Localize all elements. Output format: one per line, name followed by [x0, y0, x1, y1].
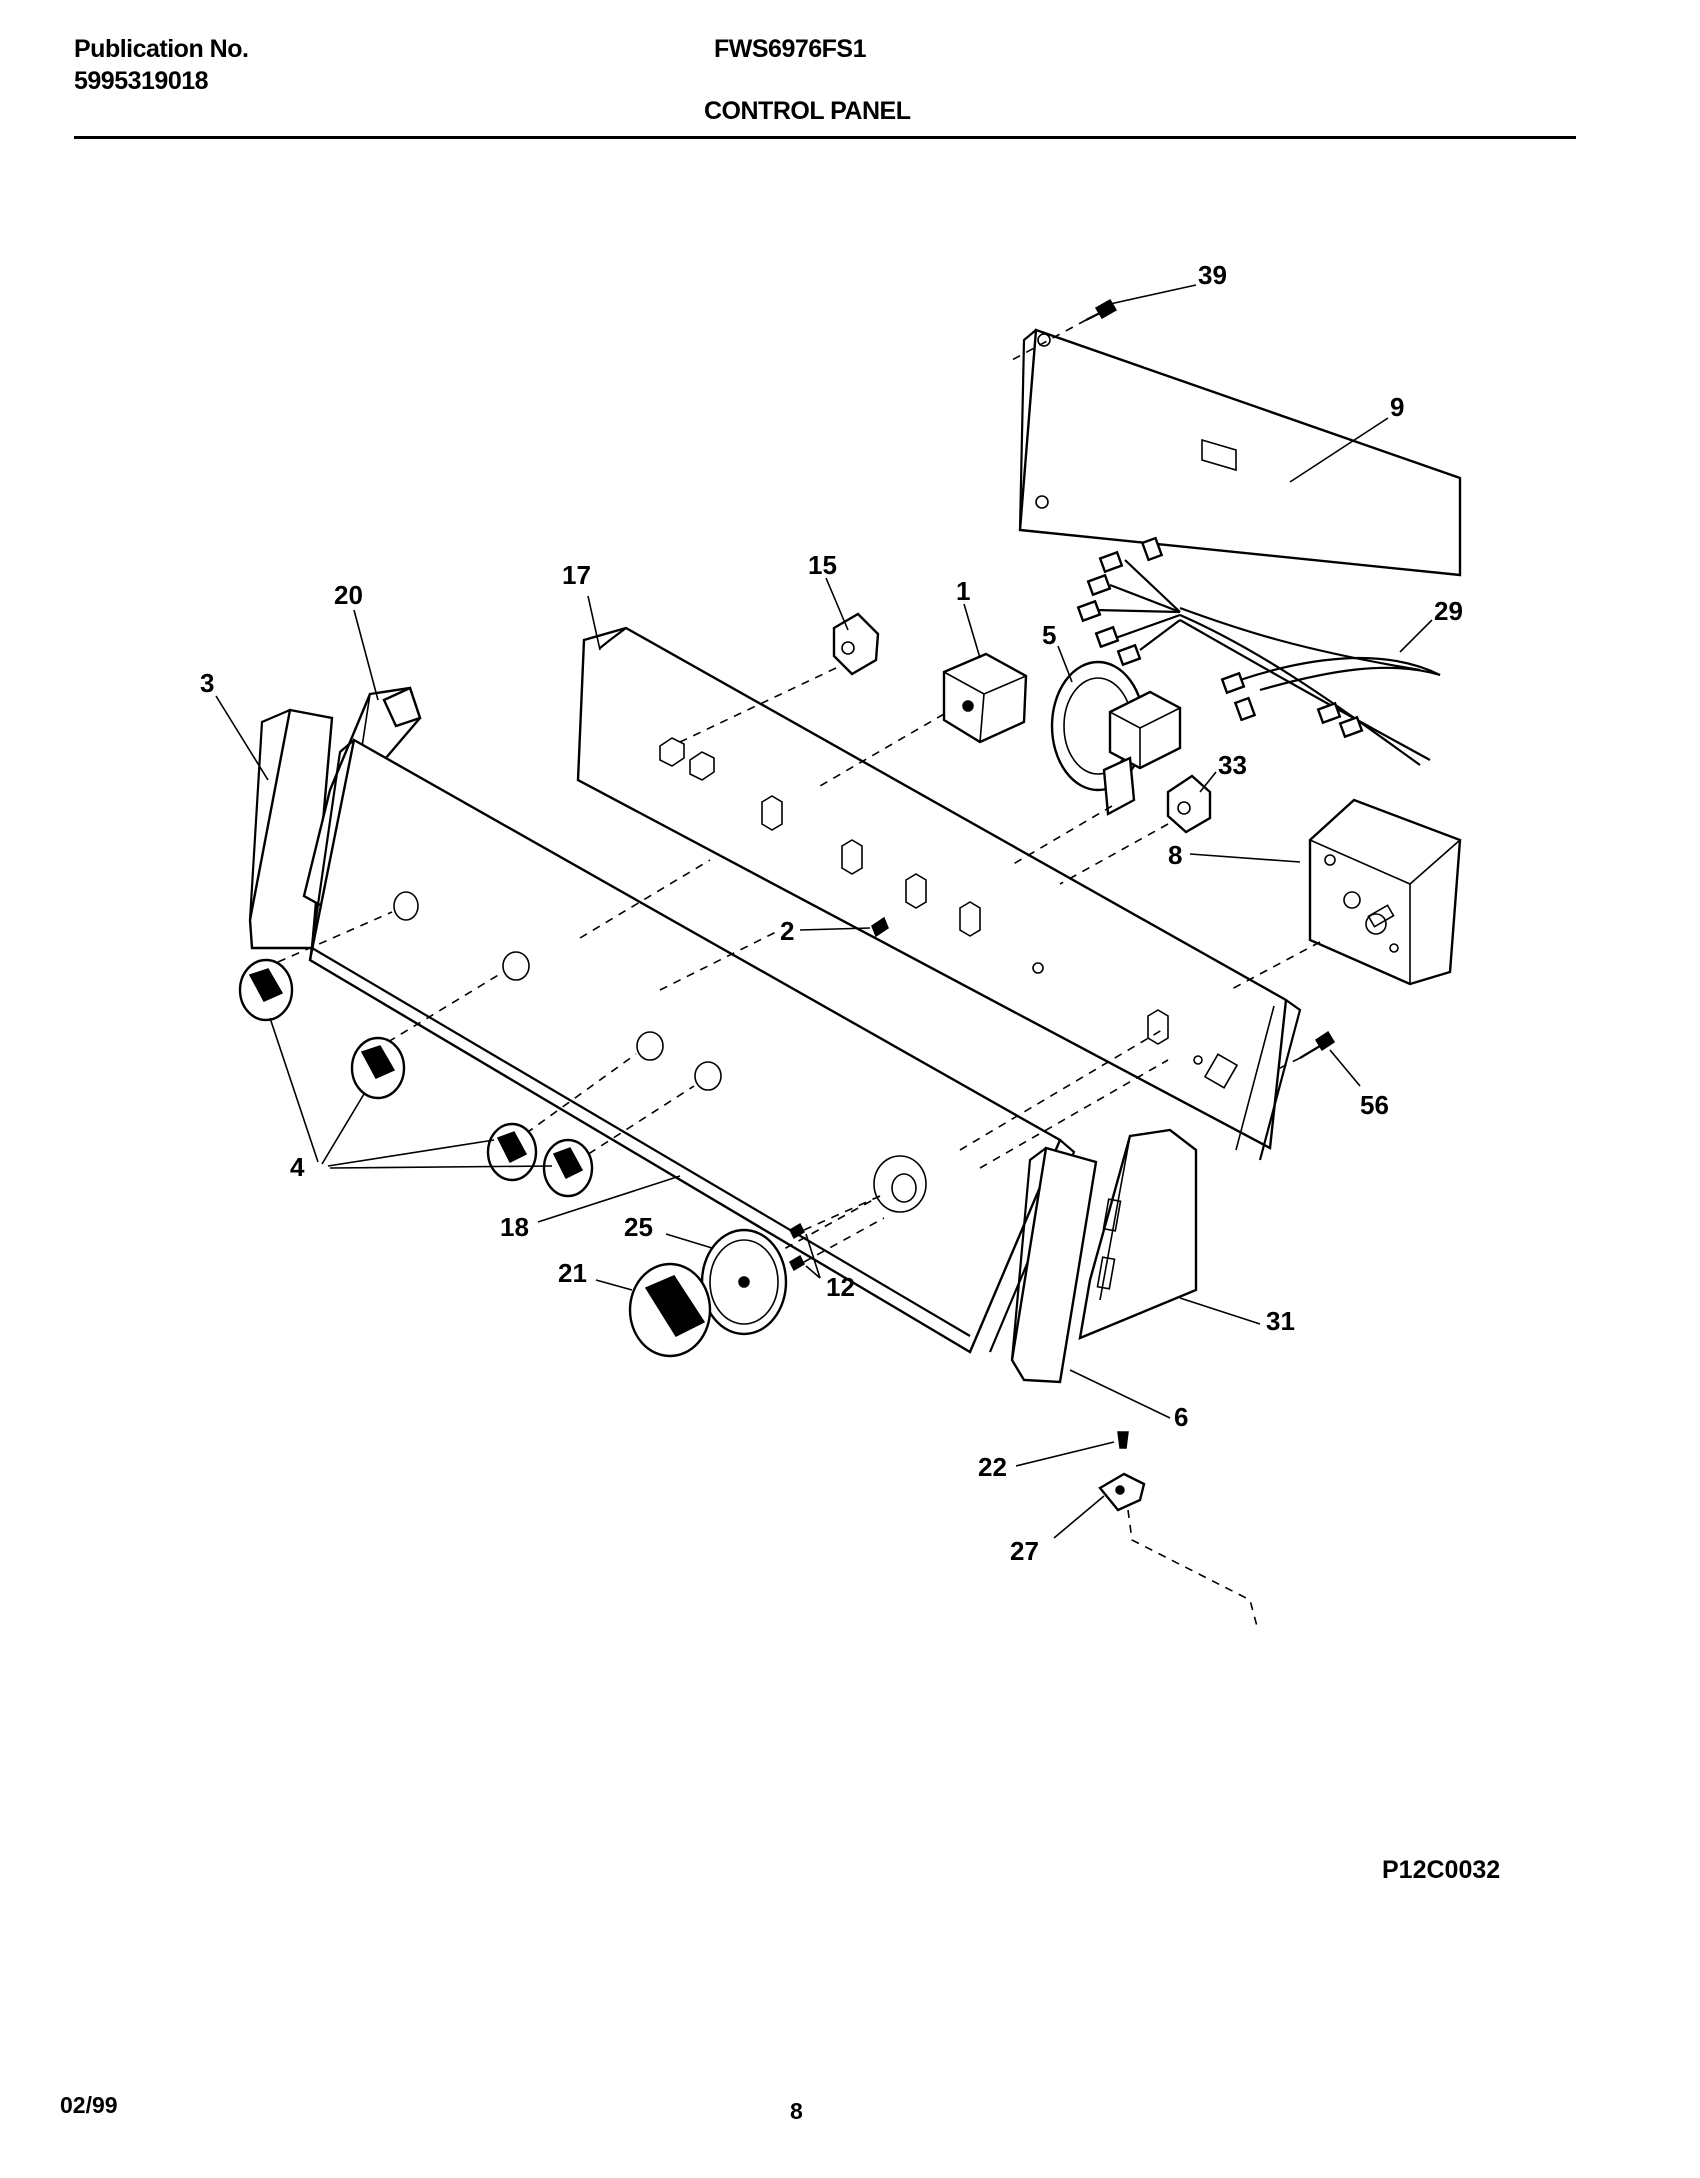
callout-18: 18 — [500, 1212, 529, 1242]
wire-harness-part — [1076, 536, 1441, 766]
screw-56-part — [1299, 1030, 1336, 1059]
rear-cover-part — [1018, 328, 1462, 577]
callout-1: 1 — [956, 576, 970, 606]
callout-12: 12 — [826, 1272, 855, 1302]
console-back-panel-part — [576, 626, 1302, 1161]
footer-date: 02/99 — [60, 2092, 118, 2118]
model-number: FWS6976FS1 — [714, 35, 867, 63]
right-bracket-part — [1078, 1128, 1198, 1340]
callout-21: 21 — [558, 1258, 587, 1288]
switch-33-part — [1166, 774, 1212, 834]
timer-8-part — [1308, 798, 1462, 986]
publication-label: Publication No. — [74, 35, 249, 63]
screw-2-part — [871, 916, 889, 938]
switch-1-part — [942, 652, 1028, 744]
right-end-cap-part — [1010, 1146, 1098, 1384]
clip-27-part — [1098, 1472, 1146, 1512]
screws-12-part — [789, 1222, 805, 1272]
callout-5: 5 — [1042, 620, 1056, 650]
callout-31: 31 — [1266, 1306, 1295, 1336]
callout-8: 8 — [1168, 840, 1182, 870]
callout-27: 27 — [1010, 1536, 1039, 1566]
callout-2: 2 — [780, 916, 794, 946]
callout-9: 9 — [1390, 392, 1404, 422]
screw-22-part — [1117, 1431, 1129, 1449]
knob-4-part — [238, 958, 594, 1198]
callout-29: 29 — [1434, 596, 1463, 626]
callout-25: 25 — [624, 1212, 653, 1242]
callout-labels: 39 9 29 15 1 5 17 20 3 33 8 2 56 4 18 25… — [200, 260, 1463, 1566]
header-rule — [74, 136, 1576, 139]
callout-56: 56 — [1360, 1090, 1389, 1120]
leader-lines — [215, 284, 1433, 1539]
callout-6: 6 — [1174, 1402, 1188, 1432]
figure-code: P12C0032 — [1382, 1856, 1501, 1884]
callout-20: 20 — [334, 580, 363, 610]
page-number: 8 — [790, 2098, 803, 2124]
publication-number: 5995319018 — [74, 67, 209, 95]
callout-3: 3 — [200, 668, 214, 698]
timer-motor-5-part — [1050, 660, 1182, 816]
callout-17: 17 — [562, 560, 591, 590]
callout-33: 33 — [1218, 750, 1247, 780]
callout-15: 15 — [808, 550, 837, 580]
callout-22: 22 — [978, 1452, 1007, 1482]
callout-39: 39 — [1198, 260, 1227, 290]
dial-25-part — [700, 1228, 788, 1336]
callout-4: 4 — [290, 1152, 305, 1182]
switch-15-part — [832, 612, 880, 676]
section-title: CONTROL PANEL — [704, 97, 911, 125]
knob-21-part — [628, 1262, 712, 1358]
